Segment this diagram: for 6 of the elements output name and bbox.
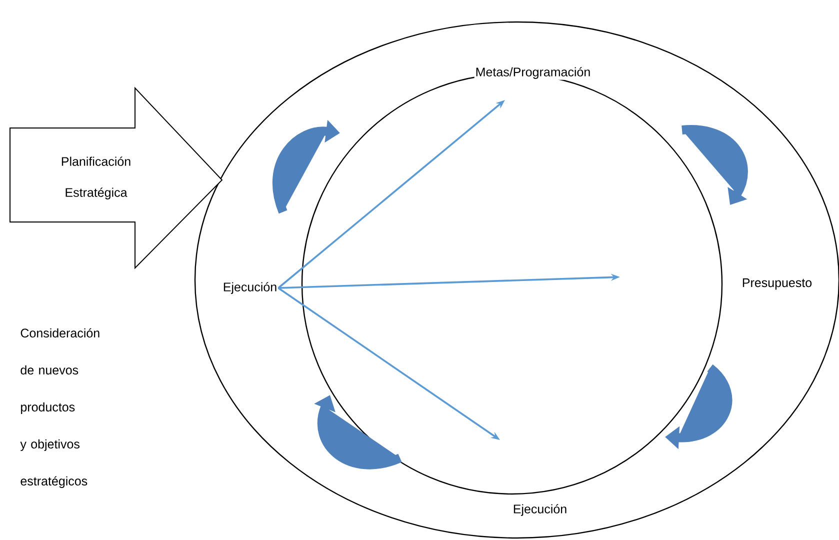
text-label: Metas/Programación (474, 66, 592, 80)
text-label: Presupuesto (740, 277, 814, 291)
ellipse (194, 21, 839, 539)
text-label: Consideración de nuevos productos y objetivos estratégicos (20, 328, 100, 488)
text-label: Ejecución (512, 503, 568, 517)
text-label: Ejecución (222, 281, 278, 295)
